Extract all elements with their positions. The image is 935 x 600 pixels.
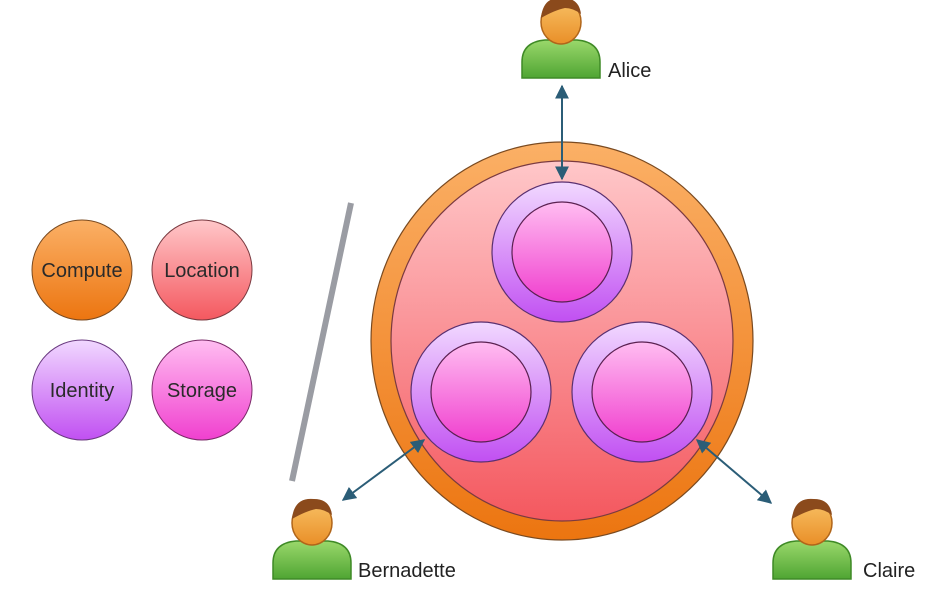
- divider-line: [289, 202, 354, 482]
- person-icon: [272, 498, 352, 580]
- legend-compute-label: Compute: [41, 260, 122, 282]
- person-alice-name: Alice: [608, 60, 651, 82]
- identity-node-right: [571, 321, 713, 463]
- legend-location: Location: [151, 219, 253, 321]
- identity-node-top: [491, 181, 633, 323]
- person-bernadette: Bernadette: [272, 498, 456, 582]
- person-bernadette-name: Bernadette: [358, 560, 456, 582]
- identity-node-left: [410, 321, 552, 463]
- legend-storage-label: Storage: [167, 380, 237, 402]
- person-icon: [772, 498, 852, 580]
- person-icon: [521, 0, 601, 79]
- legend-identity-label: Identity: [50, 380, 114, 402]
- legend-storage: Storage: [151, 339, 253, 441]
- legend-identity: Identity: [31, 339, 133, 441]
- legend: Compute Location Identity Storage: [31, 219, 253, 441]
- person-claire: Claire: [772, 498, 915, 582]
- legend-compute: Compute: [31, 219, 133, 321]
- storage-node-top: [511, 201, 613, 303]
- person-alice: Alice: [521, 0, 651, 82]
- legend-location-label: Location: [164, 260, 240, 282]
- arrow-claire: [695, 439, 773, 504]
- arrow-bernadette: [341, 439, 426, 501]
- storage-node-right: [591, 341, 693, 443]
- storage-node-left: [430, 341, 532, 443]
- person-claire-name: Claire: [863, 560, 915, 582]
